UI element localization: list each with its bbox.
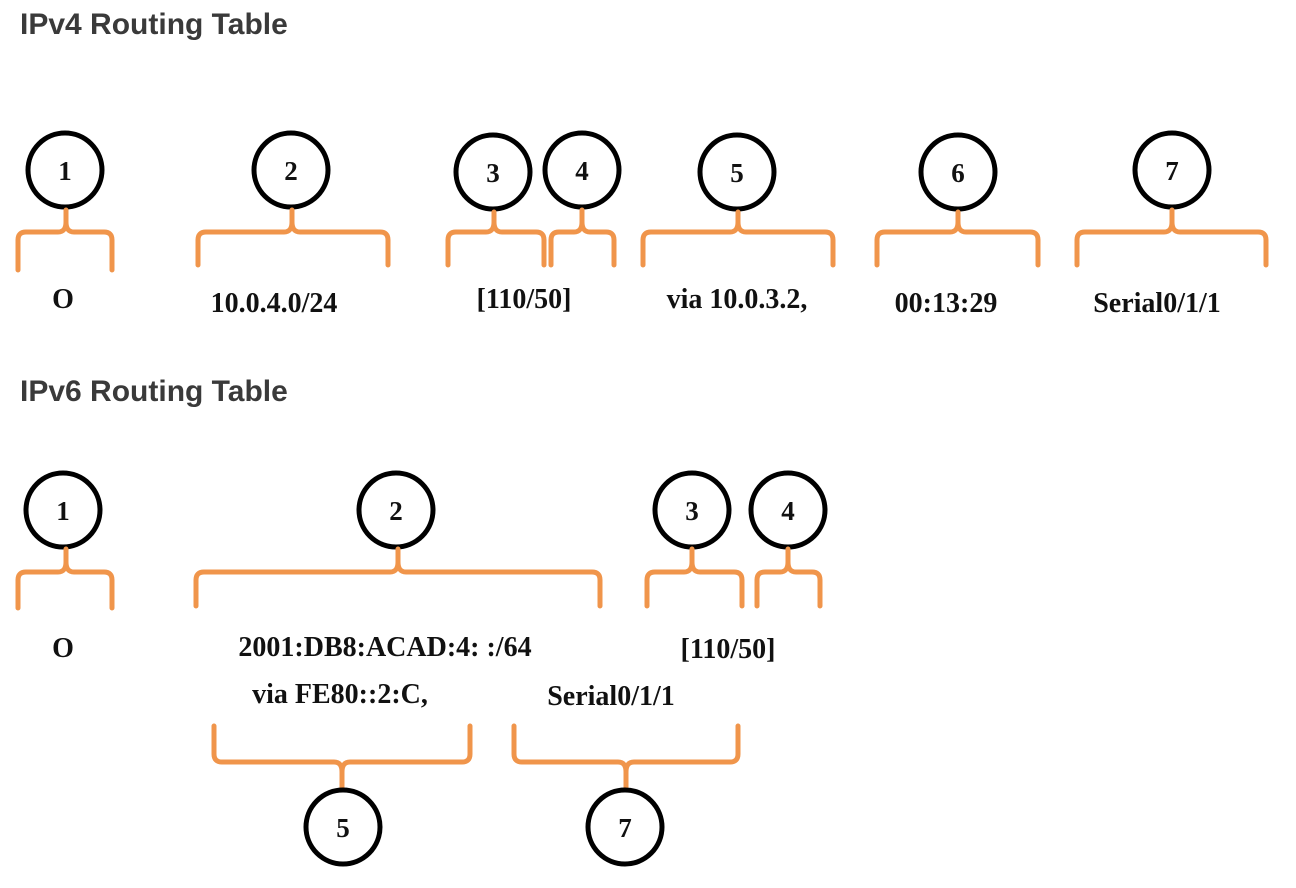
ipv6-field-3: 3 [110/50] [644, 470, 776, 665]
ipv6-field-7: Serial0/1/1 7 [511, 681, 741, 867]
field-number-circle [1132, 130, 1212, 210]
field-brace [195, 207, 391, 268]
field-brace [640, 209, 836, 268]
field-number: 1 [56, 496, 70, 526]
field-number-circle [356, 470, 436, 550]
field-number-circle [23, 470, 103, 550]
ipv4-field-7: 7 Serial0/1/1 [1074, 130, 1269, 319]
field-number: 7 [1165, 156, 1179, 186]
field-value: via 10.0.3.2, [667, 284, 808, 315]
field-brace [445, 209, 547, 268]
field-value: [110/50] [681, 634, 776, 665]
field-number: 7 [618, 813, 632, 843]
field-number-circle [918, 132, 998, 212]
field-brace [874, 209, 1041, 268]
field-number: 3 [685, 496, 699, 526]
ipv6-field-4: 4 [748, 470, 828, 609]
ipv4-field-4: 4 [542, 130, 622, 268]
field-number: 2 [284, 156, 298, 186]
field-value: O [52, 284, 74, 315]
field-number: 3 [486, 158, 500, 188]
field-number: 6 [951, 158, 965, 188]
field-number: 2 [389, 496, 403, 526]
field-number: 5 [730, 158, 744, 188]
field-brace [211, 723, 473, 791]
field-value: via FE80::2:C, [252, 679, 428, 710]
ipv6-field-2: 2 2001:DB8:ACAD:4: :/64 [193, 470, 603, 663]
field-number-circle [251, 130, 331, 210]
field-number: 4 [781, 496, 795, 526]
ipv4-field-5: 5 via 10.0.3.2, [640, 132, 836, 315]
field-number-circle [453, 132, 533, 212]
ipv4-field-2: 2 10.0.4.0/24 [195, 130, 391, 319]
field-number-circle [25, 130, 105, 210]
ipv4-field-1: 1 O [15, 130, 115, 315]
field-value: Serial0/1/1 [547, 681, 675, 712]
field-number-circle [585, 787, 665, 867]
ipv6-table-title: IPv6 Routing Table [20, 375, 288, 408]
ipv4-field-6: 6 00:13:29 [874, 132, 1041, 319]
field-brace [15, 207, 115, 273]
ipv6-field-5: via FE80::2:C, 5 [211, 679, 473, 867]
field-value: 10.0.4.0/24 [211, 288, 338, 319]
field-value: Serial0/1/1 [1093, 288, 1221, 319]
field-number: 4 [575, 156, 589, 186]
ipv6-field-1: 1 O [15, 470, 115, 664]
field-brace [1074, 207, 1269, 268]
field-number-circle [303, 787, 383, 867]
field-brace [193, 546, 603, 609]
field-brace [548, 207, 617, 268]
field-number: 5 [336, 813, 350, 843]
field-value: [110/50] [477, 284, 572, 315]
field-number: 1 [58, 156, 72, 186]
field-number-circle [697, 132, 777, 212]
field-brace [15, 546, 115, 611]
field-number-circle [542, 130, 622, 210]
field-brace [644, 546, 745, 609]
ipv4-table-title: IPv4 Routing Table [20, 8, 288, 41]
field-value: O [52, 633, 74, 664]
field-value: 00:13:29 [895, 288, 998, 319]
field-brace [511, 723, 741, 791]
field-value: 2001:DB8:ACAD:4: :/64 [238, 632, 531, 663]
ipv4-field-3: 3 [110/50] [445, 132, 572, 315]
field-brace [754, 546, 823, 609]
